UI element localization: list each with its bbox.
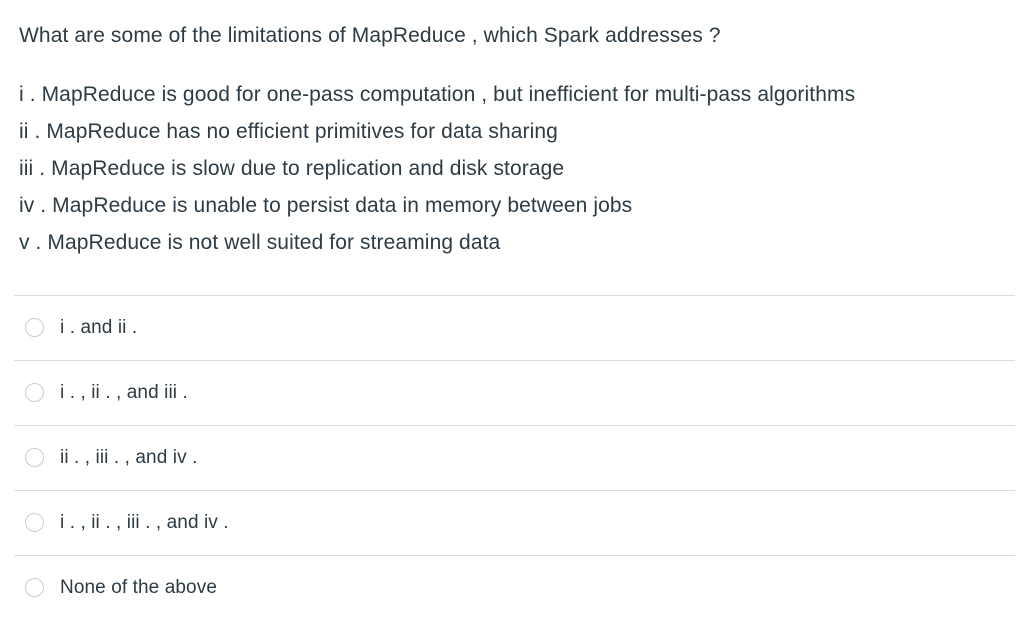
question-title: What are some of the limitations of MapR… <box>19 24 721 47</box>
radio-button-icon-5[interactable] <box>25 578 44 597</box>
answer-option-label-1: i . and ii . <box>60 316 138 338</box>
radio-button-icon-4[interactable] <box>25 513 44 532</box>
statement-item-v: v . MapReduce is not well suited for str… <box>19 231 501 254</box>
radio-button-icon-2[interactable] <box>25 383 44 402</box>
statement-list: i . MapReduce is good for one-pass compu… <box>19 76 1004 261</box>
question-stem: What are some of the limitations of MapR… <box>0 0 1024 261</box>
answer-option-label-2: i . , ii . , and iii . <box>60 381 188 403</box>
answer-option-5[interactable]: None of the above <box>0 555 1024 620</box>
answer-option-label-4: i . , ii . , iii . , and iv . <box>60 511 229 533</box>
answer-option-2[interactable]: i . , ii . , and iii . <box>0 360 1024 425</box>
radio-button-icon-1[interactable] <box>25 318 44 337</box>
statement-item-i: i . MapReduce is good for one-pass compu… <box>19 83 856 106</box>
radio-button-icon-3[interactable] <box>25 448 44 467</box>
statement-item-iv: iv . MapReduce is unable to persist data… <box>19 194 633 217</box>
answer-option-1[interactable]: i . and ii . <box>0 295 1024 360</box>
answer-options-list: i . and ii . i . , ii . , and iii . ii .… <box>0 295 1024 620</box>
answer-option-label-3: ii . , iii . , and iv . <box>60 446 198 468</box>
answer-option-label-5: None of the above <box>60 576 217 598</box>
statement-item-iii: iii . MapReduce is slow due to replicati… <box>19 157 565 180</box>
answer-option-4[interactable]: i . , ii . , iii . , and iv . <box>0 490 1024 555</box>
answer-option-3[interactable]: ii . , iii . , and iv . <box>0 425 1024 490</box>
statement-item-ii: ii . MapReduce has no efficient primitiv… <box>19 120 558 143</box>
